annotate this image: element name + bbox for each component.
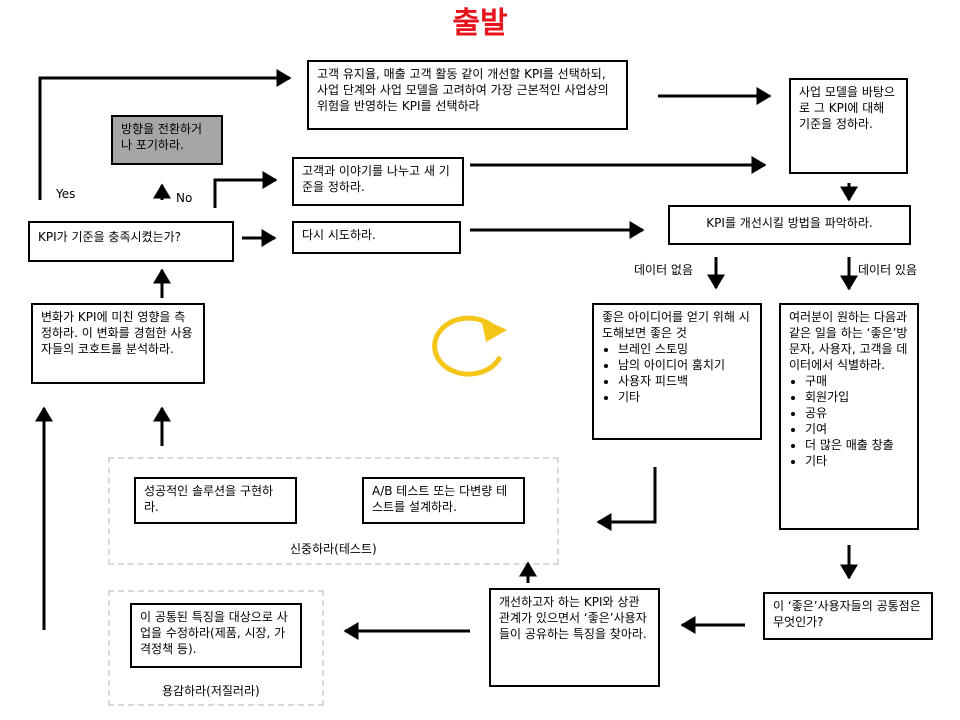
list-item: 기타 [618, 389, 752, 405]
careful-group [108, 457, 559, 565]
measure-box: 변화가 KPI에 미친 영향을 측정하라. 이 변화를 경험한 사용자들의 코호… [31, 303, 205, 384]
ideas-box: 좋은 아이디어를 얻기 위해 시도해보면 좋은 것 브레인 스토밍 남의 아이디… [592, 303, 762, 440]
common-traits-box: 이 ‘좋은’사용자들의 공통점은 무엇인가? [763, 592, 933, 640]
identify-list: 구매 회원가입 공유 기여 더 많은 매출 창출 기타 [789, 373, 909, 469]
arrow-ideas-to-careful [596, 467, 657, 531]
diagram-title: 출발 [452, 6, 508, 41]
ab-test-box: A/B 테스트 또는 다변량 테스트를 설계하라. [362, 477, 525, 524]
circular-arrow-icon [432, 315, 507, 377]
has-data-label: 데이터 있음 [858, 263, 918, 277]
modify-box: 이 공통된 특징을 대상으로 사업을 수정하라(제품, 시장, 가격정책 등). [130, 603, 302, 668]
find-ways-box: KPI를 개선시킬 방법을 파악하라. [668, 205, 911, 245]
list-item: 남의 아이디어 훔치기 [618, 357, 752, 373]
arrow-yes-to-kpi-select [38, 69, 292, 200]
identify-box: 여러분이 원하는 다음과 같은 일을 하는 ‘좋은’방문자, 사용자, 고객을 … [779, 303, 919, 530]
model-criteria-box: 사업 모델을 바탕으로 그 KPI에 대해 기준을 정하라. [789, 78, 908, 174]
list-item: 공유 [805, 405, 909, 421]
talk-customers-box: 고객과 이야기를 나누고 새 기준을 정하라. [292, 157, 464, 206]
list-item: 구매 [805, 373, 909, 389]
kpi-met-box: KPI가 기준을 충족시켰는가? [28, 221, 234, 262]
arrow-no-to-talk [213, 171, 278, 208]
identify-intro: 여러분이 원하는 다음과 같은 일을 하는 ‘좋은’방문자, 사용자, 고객을 … [789, 310, 908, 372]
bold-group [108, 590, 324, 706]
list-item: 회원가입 [805, 389, 909, 405]
list-item: 사용자 피드백 [618, 373, 752, 389]
pivot-box: 방향을 전환하거나 포기하라. [111, 115, 223, 165]
retry-box: 다시 시도하라. [292, 221, 461, 254]
list-item: 브레인 스토밍 [618, 341, 752, 357]
implement-box: 성공적인 솔루션을 구현하라. [134, 477, 297, 524]
yes-label: Yes [56, 187, 76, 201]
no-label: No [176, 191, 193, 205]
no-data-label: 데이터 없음 [634, 263, 694, 277]
ideas-intro: 좋은 아이디어를 얻기 위해 시도해보면 좋은 것 [602, 310, 750, 340]
list-item: 기여 [805, 421, 909, 437]
careful-label: 신중하라(테스트) [290, 542, 377, 556]
list-item: 기타 [805, 453, 909, 469]
find-shared-box: 개선하고자 하는 KPI와 상관관계가 있으면서 ‘좋은’사용자들이 공유하는 … [489, 588, 660, 687]
list-item: 더 많은 매출 창출 [805, 437, 909, 453]
bold-label: 용감하라(저질러라) [162, 684, 260, 698]
kpi-select-box: 고객 유지율, 매출 고객 활동 같이 개선할 KPI를 선택하되, 사업 단계… [307, 60, 628, 130]
ideas-list: 브레인 스토밍 남의 아이디어 훔치기 사용자 피드백 기타 [602, 341, 752, 405]
